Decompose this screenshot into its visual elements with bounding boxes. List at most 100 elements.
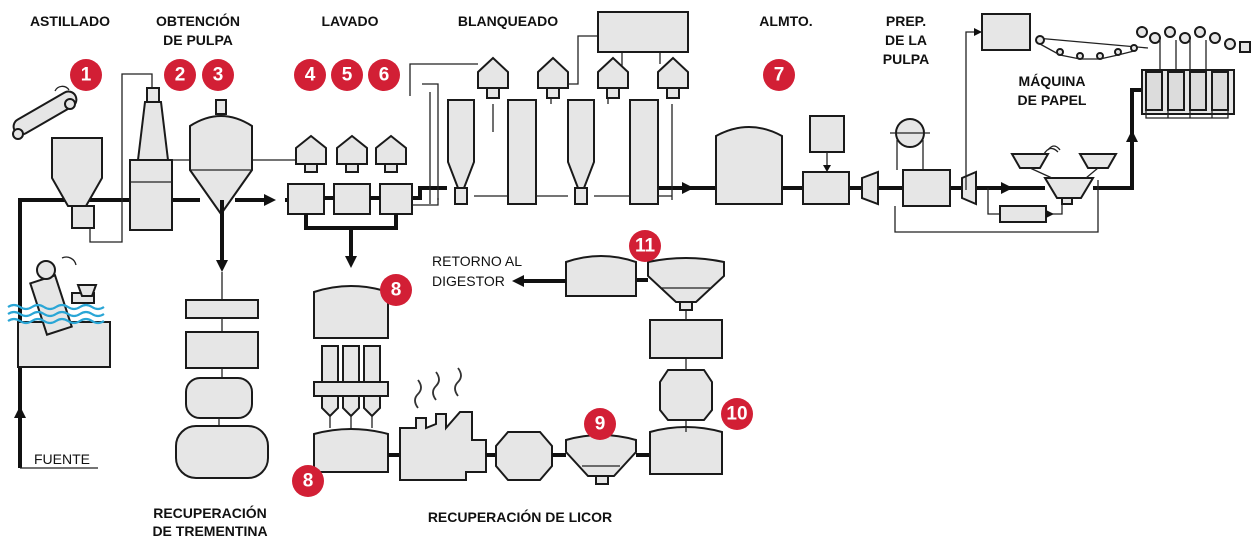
weak-liquor-tank [313, 285, 389, 339]
svg-text:9: 9 [595, 414, 606, 435]
pulp-storage-tank [715, 126, 783, 205]
bleach-mixer-2 [537, 56, 569, 89]
digester-base [129, 159, 173, 231]
washer-2 [333, 183, 371, 215]
stage-title-blanqueado: BLANQUEADO [458, 13, 558, 29]
steam-icon [454, 367, 462, 397]
flow-arrow [14, 406, 26, 418]
stage-title-obtencion-line1: OBTENCIÓN [156, 12, 240, 29]
svg-text:10: 10 [726, 404, 747, 425]
step-badge-8-top: 8 [380, 274, 412, 306]
stage-title-almto: ALMTO. [759, 13, 812, 29]
lime-kiln [659, 369, 713, 421]
paper-machine-section [965, 13, 1251, 205]
storage-section [715, 115, 850, 205]
stage-title-trementina-line1: RECUPERACIÓN [153, 504, 267, 521]
bleach-mixer-1 [477, 56, 509, 89]
stage-title-astillado: ASTILLADO [30, 13, 110, 29]
stage-title-prep-line2: DE LA [885, 32, 927, 48]
step-badge-11: 11 [629, 230, 661, 262]
flow-arrow [1001, 182, 1013, 194]
evaporator-3 [363, 345, 381, 383]
step-badge-5: 5 [331, 59, 363, 91]
bleaching-section [409, 11, 689, 205]
flow-box-3 [1078, 153, 1118, 169]
step-badge-9: 9 [584, 408, 616, 440]
stage-title-maquina-line2: DE PAPEL [1018, 92, 1087, 108]
dryer-cylinder [1189, 71, 1207, 111]
flow-arrow [216, 260, 228, 272]
blow-tank [189, 115, 253, 216]
steam-icon [432, 371, 440, 401]
reel [1239, 41, 1251, 53]
chip-hopper [51, 137, 103, 207]
flow-box-2 [1043, 177, 1095, 199]
step-badge-6: 6 [368, 59, 400, 91]
water-waves [7, 303, 105, 311]
turpentine-tank-small [185, 377, 253, 419]
stage-title-licor: RECUPERACIÓN DE LICOR [428, 508, 612, 525]
label-fuente: FUENTE [34, 451, 90, 467]
bleach-tower-1 [447, 99, 475, 189]
pump-box [999, 205, 1047, 223]
svg-text:3: 3 [213, 65, 224, 86]
rotation-arrow-icon [54, 85, 70, 92]
liquor-recovery-section: RETORNO AL DIGESTOR [313, 253, 725, 485]
green-liquor-clarifier [565, 434, 637, 477]
dryer-cylinder [1167, 71, 1185, 111]
recovery-boiler [399, 411, 487, 481]
bleach-tower-2 [567, 99, 595, 189]
washer-hood-2 [336, 134, 368, 165]
chemical-feeder [809, 115, 845, 153]
step-badge-1: 1 [70, 59, 102, 91]
stage-title-prep-line3: PULPA [883, 51, 929, 67]
white-liquor-storage [565, 255, 637, 297]
flow-arrow [264, 194, 276, 206]
strong-liquor-tank [313, 428, 389, 473]
bleach-washer-1 [507, 99, 537, 205]
stock-prep-section [861, 118, 1099, 233]
chipping-section: FUENTE [7, 85, 111, 469]
refiner-1 [861, 170, 879, 206]
bleach-mixer-3 [597, 56, 629, 89]
stage-title-prep-line1: PREP. [886, 13, 926, 29]
svg-text:11: 11 [635, 236, 656, 257]
washer-hood-3 [375, 134, 407, 165]
step-badge-4: 4 [294, 59, 326, 91]
causticizer [649, 319, 723, 359]
evaporator-2 [342, 345, 360, 383]
dryer-cylinder [1145, 71, 1163, 111]
svg-text:7: 7 [774, 65, 785, 86]
digester-section [89, 73, 300, 479]
flow-box-1 [1010, 153, 1050, 169]
flow-arrow [682, 182, 694, 194]
step-badge-2: 2 [164, 59, 196, 91]
refiner-2 [961, 170, 977, 206]
mixing-chest [802, 171, 850, 205]
debarking-tank [17, 321, 111, 368]
svg-text:8: 8 [391, 280, 402, 301]
svg-text:4: 4 [305, 65, 316, 86]
step-badge-7: 7 [763, 59, 795, 91]
steam-icon [414, 379, 422, 409]
flow-arrow [1126, 130, 1138, 142]
digester-column [136, 101, 170, 161]
turpentine-storage-tank [175, 425, 269, 479]
washer-3 [379, 183, 413, 215]
washer-1 [287, 183, 325, 215]
label-retorno-line2: DIGESTOR [432, 273, 505, 289]
chemical-plant [597, 11, 689, 53]
wire-section [1035, 37, 1149, 49]
headbox-tank [981, 13, 1031, 51]
label-retorno-line1: RETORNO AL [432, 253, 522, 269]
dryer-cylinder [1211, 71, 1229, 111]
step-badge-10: 10 [721, 398, 753, 430]
condenser [185, 299, 259, 319]
stage-title-obtencion-line2: DE PULPA [163, 32, 233, 48]
svg-text:5: 5 [342, 65, 353, 86]
svg-text:8: 8 [303, 471, 314, 492]
white-liquor-clarifier [647, 257, 725, 303]
bleach-mixer-4 [657, 56, 689, 89]
step-badge-3: 3 [202, 59, 234, 91]
flow-arrow [345, 256, 357, 268]
